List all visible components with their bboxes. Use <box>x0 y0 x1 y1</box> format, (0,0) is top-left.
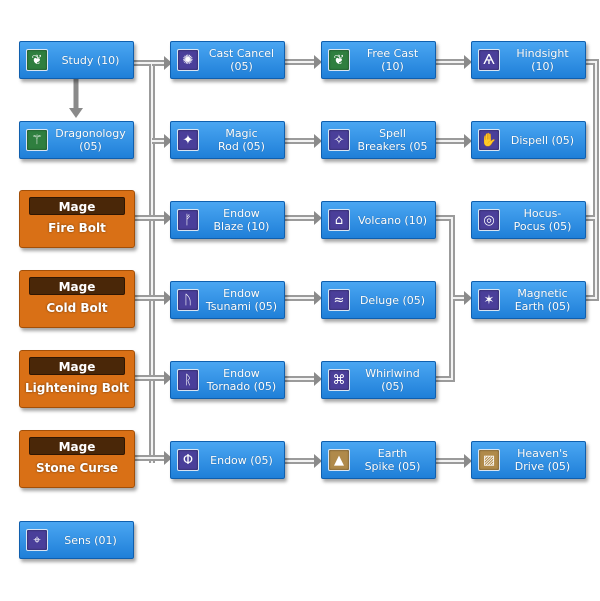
rod-icon: ✦ <box>177 129 199 151</box>
skill-free-cast[interactable]: ❦ Free Cast (10) <box>321 41 436 79</box>
arrowheads <box>69 55 472 468</box>
skill-earth-spike[interactable]: ▲ Earth Spike (05) <box>321 441 436 479</box>
skill-magic-rod[interactable]: ✦ Magic Rod (05) <box>170 121 285 159</box>
wave-icon: ≈ <box>328 289 350 311</box>
prereq-lightening-bolt[interactable]: Mage Lightening Bolt <box>19 350 135 408</box>
hocus-pocus-icon: ◎ <box>478 209 500 231</box>
green-leaf-icon: ❦ <box>26 49 48 71</box>
skill-label: Volcano (10) <box>357 213 428 227</box>
skill-endow[interactable]: Φ Endow (05) <box>170 441 285 479</box>
prereq-class-tag: Mage <box>29 197 125 215</box>
skill-label: Cast Cancel (05) <box>208 47 275 73</box>
spiral-icon: ✺ <box>177 49 199 71</box>
heavens-drive-icon: ▨ <box>478 449 500 471</box>
prereq-name: Stone Curse <box>35 461 119 475</box>
trunk-line <box>134 60 155 463</box>
skill-dispell[interactable]: ✋ Dispell (05) <box>471 121 586 159</box>
skill-sense[interactable]: ⌖ Sens (01) <box>19 521 134 559</box>
prereq-cold-bolt[interactable]: Mage Cold Bolt <box>19 270 135 328</box>
skill-label: Endow Tsunami (05) <box>205 287 278 313</box>
prereq-fire-bolt[interactable]: Mage Fire Bolt <box>19 190 135 248</box>
skill-label: Sens (01) <box>64 533 117 547</box>
skill-label: Dragonology (05) <box>55 127 126 153</box>
skill-endow-tsunami[interactable]: ᚢ Endow Tsunami (05) <box>170 281 285 319</box>
skill-deluge[interactable]: ≈ Deluge (05) <box>321 281 436 319</box>
prereq-class-tag: Mage <box>29 357 125 375</box>
skill-label: Study (10) <box>61 53 120 67</box>
skill-endow-blaze[interactable]: ᚠ Endow Blaze (10) <box>170 201 285 239</box>
skill-label: Deluge (05) <box>359 293 426 307</box>
prereq-name: Cold Bolt <box>46 301 108 315</box>
skill-label: Hocus- Pocus (05) <box>513 207 572 233</box>
skill-hindsight[interactable]: Ѧ Hindsight (10) <box>471 41 586 79</box>
endow-tornado-icon: ᚱ <box>177 369 199 391</box>
skill-label: Whirlwind (05) <box>365 367 420 393</box>
skill-study[interactable]: ❦ Study (10) <box>19 41 134 79</box>
skill-label: Hindsight (10) <box>516 47 569 73</box>
skill-volcano[interactable]: ⌂ Volcano (10) <box>321 201 436 239</box>
skill-label: Endow Tornado (05) <box>206 367 277 393</box>
endow-blaze-icon: ᚠ <box>177 209 199 231</box>
sense-icon: ⌖ <box>26 529 48 551</box>
spell-breaker-icon: ✧ <box>328 129 350 151</box>
magnetic-earth-icon: ✶ <box>478 289 500 311</box>
endow-icon: Φ <box>177 449 199 471</box>
endow-tsunami-icon: ᚢ <box>177 289 199 311</box>
scroll-icon: ▲ <box>328 449 350 471</box>
skill-label: Magic Rod (05) <box>218 127 265 153</box>
skill-label: Endow (05) <box>210 453 273 467</box>
skill-label: Earth Spike (05) <box>364 447 421 473</box>
skill-cast-cancel[interactable]: ✺ Cast Cancel (05) <box>170 41 285 79</box>
skill-label: Heaven's Drive (05) <box>514 447 571 473</box>
whirlwind-icon: ⌘ <box>328 369 350 391</box>
prereq-stone-curse[interactable]: Mage Stone Curse <box>19 430 135 488</box>
hindsight-connector <box>586 59 599 301</box>
skill-heavens-drive[interactable]: ▨ Heaven's Drive (05) <box>471 441 586 479</box>
skill-whirlwind[interactable]: ⌘ Whirlwind (05) <box>321 361 436 399</box>
skill-endow-tornado[interactable]: ᚱ Endow Tornado (05) <box>170 361 285 399</box>
skill-magnetic-earth[interactable]: ✶ Magnetic Earth (05) <box>471 281 586 319</box>
skill-label: Endow Blaze (10) <box>213 207 270 233</box>
dragon-icon: ⚚ <box>26 129 48 151</box>
prereq-class-tag: Mage <box>29 277 125 295</box>
hindsight-icon: Ѧ <box>478 49 500 71</box>
skill-label: Magnetic Earth (05) <box>514 287 571 313</box>
skill-dragonology[interactable]: ⚚ Dragonology (05) <box>19 121 134 159</box>
skill-label: Free Cast (10) <box>366 47 419 73</box>
skill-label: Spell Breakers (05 <box>357 127 428 153</box>
prereq-name: Lightening Bolt <box>25 381 129 395</box>
prereq-name: Fire Bolt <box>48 221 106 235</box>
skill-label: Dispell (05) <box>510 133 575 147</box>
skill-spell-breaker[interactable]: ✧ Spell Breakers (05 <box>321 121 436 159</box>
dispell-icon: ✋ <box>478 129 500 151</box>
green-leaf-icon: ❦ <box>328 49 350 71</box>
skill-hocus-pocus[interactable]: ◎ Hocus- Pocus (05) <box>471 201 586 239</box>
prereq-class-tag: Mage <box>29 437 125 455</box>
volcano-icon: ⌂ <box>328 209 350 231</box>
